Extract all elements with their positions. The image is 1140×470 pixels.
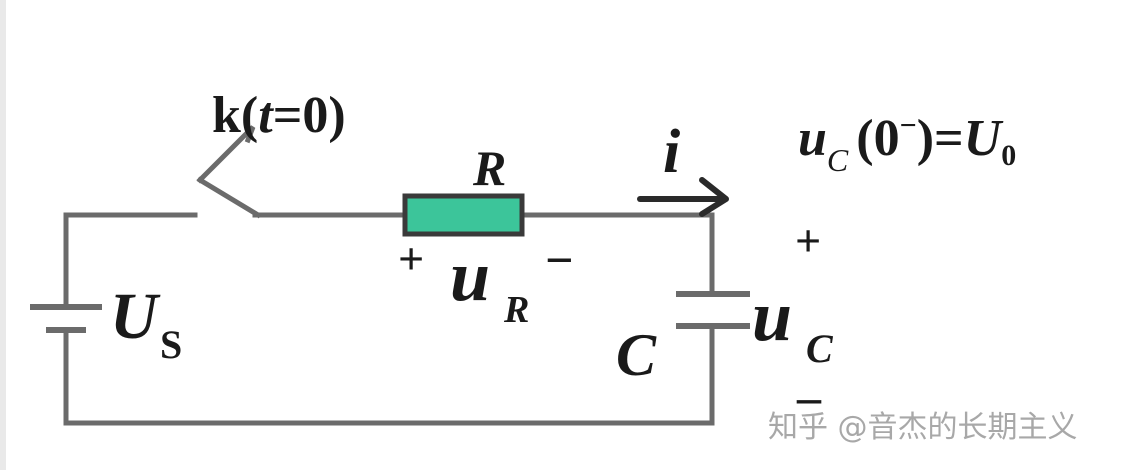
ic-U: U: [964, 110, 1004, 167]
uc-minus-sign: –: [796, 371, 822, 424]
switch-t-variable: t: [258, 87, 274, 144]
switch-open-arrow: [196, 125, 256, 184]
source-subscript: S: [160, 322, 182, 367]
ic-u-subscript: C: [827, 142, 849, 178]
ur-symbol: u: [450, 236, 490, 316]
switch-blade: [196, 176, 262, 219]
uc-subscript: C: [806, 326, 834, 371]
current-label: i: [663, 118, 680, 186]
wire-top-left: [63, 212, 198, 308]
ic-argument: (0: [856, 110, 899, 167]
capacitor-label: C: [616, 322, 657, 388]
uc-symbol: u: [752, 276, 792, 356]
wire-bottom-loop: [63, 323, 715, 426]
left-edge-strip: [0, 0, 6, 470]
resistor-body: [402, 193, 525, 237]
ic-U-subscript: 0: [1001, 139, 1016, 172]
ic-equals: )=: [917, 110, 964, 167]
switch-k: k(t=0): [196, 87, 346, 219]
resistor-r: R: [402, 140, 525, 237]
wire-top-right: [519, 212, 715, 297]
ur-subscript: R: [503, 289, 529, 331]
voltage-uc-label: + u C –: [752, 215, 834, 424]
source-symbol: U: [110, 280, 161, 353]
ic-superscript-minus: −: [900, 109, 917, 142]
resistor-label: R: [472, 140, 506, 196]
capacitor-c: C: [616, 291, 750, 388]
initial-condition-equation: uC(0−)=U0: [798, 109, 1016, 178]
circuit-wires: [63, 212, 715, 426]
switch-k-letter: k: [212, 87, 241, 144]
switch-label: k(t=0): [212, 87, 346, 144]
ur-plus-sign: +: [398, 233, 424, 284]
current-i: i: [637, 118, 729, 217]
ic-u: u: [798, 110, 827, 167]
current-arrow-head: [699, 177, 729, 217]
voltage-source: U S: [30, 280, 182, 367]
ur-minus-sign: −: [545, 232, 574, 288]
voltage-ur-label: + u R −: [398, 232, 574, 331]
switch-eq-zero: =0): [273, 87, 346, 144]
watermark-text: 知乎 @音杰的长期主义: [768, 410, 1078, 445]
switch-open-paren: (: [241, 87, 258, 144]
uc-plus-sign: +: [795, 215, 821, 266]
